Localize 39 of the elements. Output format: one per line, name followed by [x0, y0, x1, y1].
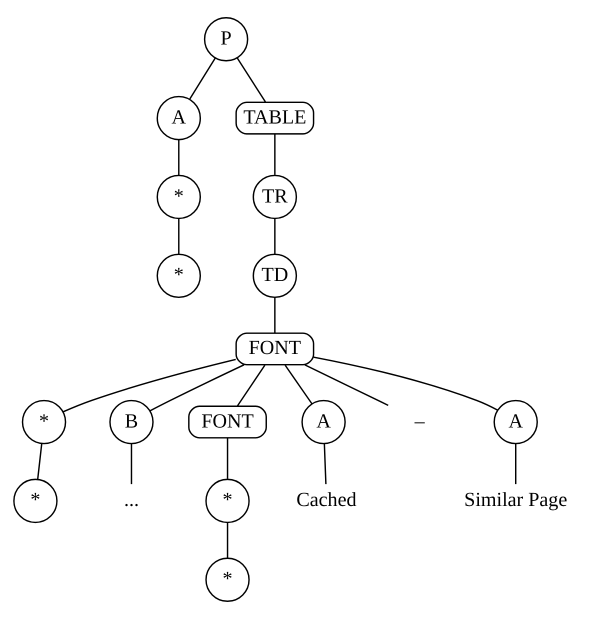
node-box: FONT — [235, 332, 314, 365]
connector — [274, 297, 276, 333]
connector — [236, 57, 266, 102]
connector — [274, 134, 276, 174]
connector — [226, 438, 228, 478]
connector — [36, 442, 42, 479]
connector — [150, 364, 244, 412]
node-text: ... — [124, 488, 139, 511]
connector — [324, 443, 327, 484]
node-circle: * — [205, 557, 250, 602]
connector — [226, 522, 228, 558]
node-box: TABLE — [235, 101, 314, 134]
node-text: Cached — [296, 488, 357, 511]
connector — [189, 57, 216, 99]
node-text: – — [414, 410, 425, 432]
node-circle: * — [205, 478, 250, 523]
node-circle: A — [156, 95, 202, 140]
node-circle: * — [13, 478, 58, 523]
connector — [284, 364, 312, 404]
connector — [236, 364, 266, 406]
node-circle: * — [156, 174, 202, 219]
connector — [515, 443, 516, 484]
connector — [274, 218, 276, 254]
connector — [178, 218, 180, 254]
node-text: Similar Page — [464, 488, 568, 511]
node-circle: TR — [252, 174, 298, 219]
node-circle: * — [156, 253, 202, 298]
node-circle: A — [301, 399, 346, 444]
connector — [314, 356, 498, 410]
node-circle: P — [204, 16, 248, 61]
node-circle: * — [22, 399, 66, 444]
connector — [304, 364, 388, 406]
connector — [62, 358, 236, 412]
node-circle: B — [109, 399, 154, 444]
node-circle: TD — [252, 253, 298, 298]
node-box: FONT — [188, 405, 267, 438]
node-circle: A — [494, 399, 538, 444]
connector — [178, 139, 180, 175]
connector — [130, 443, 132, 484]
